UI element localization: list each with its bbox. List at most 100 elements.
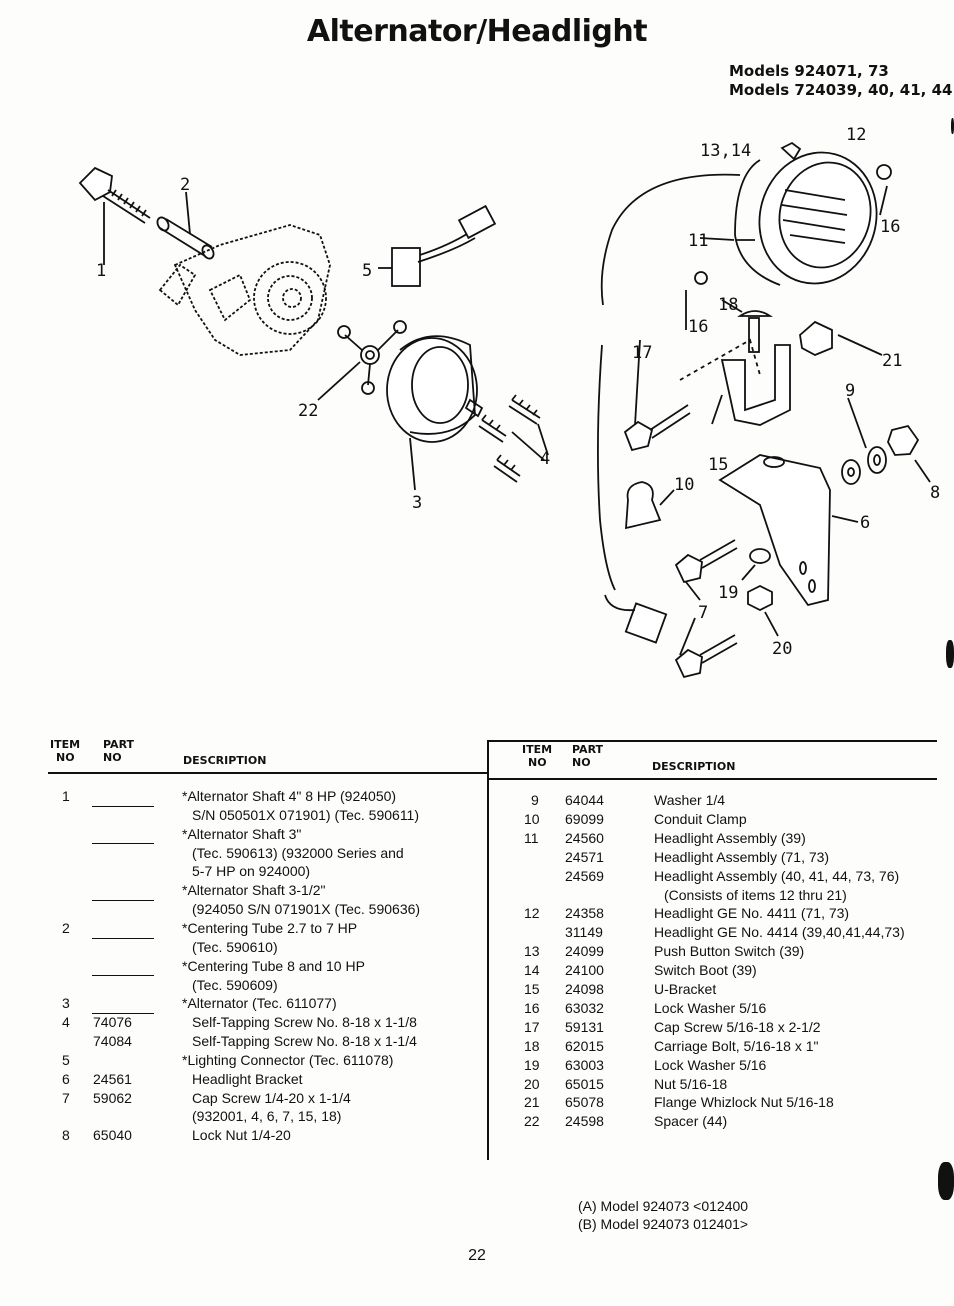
table-row: 5-7 HP on 924000) (0, 862, 487, 880)
item-no: 3 (62, 995, 70, 1012)
part-description: Nut 5/16-18 (654, 1075, 728, 1092)
alternator-stator-part (158, 224, 331, 356)
part-description: Headlight Assembly (39) (654, 829, 806, 846)
wire-harness-part (597, 173, 741, 644)
callout-6: 6 (860, 513, 870, 533)
item-no: 18 (524, 1037, 540, 1054)
callout-21: 21 (882, 351, 902, 371)
part-description: Lock Nut 1/4-20 (192, 1127, 291, 1144)
part-no: 24569 (565, 867, 604, 884)
part-no: 24100 (565, 962, 604, 979)
no-part-dash (92, 966, 154, 984)
part-description: (932001, 4, 6, 7, 15, 18) (192, 1108, 342, 1125)
part-description: S/N 050501X 071901) (Tec. 590611) (192, 806, 420, 823)
right-description-header: DESCRIPTION (652, 760, 736, 773)
item-no: 14 (524, 962, 540, 979)
part-description: Washer 1/4 (654, 792, 726, 808)
headlight-bracket-part (718, 454, 859, 607)
table-row: 22 24598 Spacer (44) (0, 1112, 950, 1130)
part-no: 24099 (565, 943, 604, 960)
item-no: 16 (524, 999, 540, 1016)
part-no: 24098 (565, 981, 604, 997)
item-no: 11 (524, 829, 539, 846)
item-no: 4 (62, 1014, 70, 1031)
part-no: 74076 (93, 1014, 132, 1031)
table-row: (Tec. 590613) (932000 Series and (0, 844, 487, 862)
part-description: (Consists of items 12 thru 21) (664, 886, 847, 903)
no-part-dash (92, 834, 154, 852)
table-row: 2*Centering Tube 2.7 to 7 HP (0, 919, 487, 939)
part-description: *Alternator Shaft 3" (182, 825, 302, 842)
callout-7: 7 (698, 603, 708, 623)
part-description: U-Bracket (654, 981, 717, 997)
callout-8: 8 (930, 483, 940, 503)
alternator-shaft-part (78, 166, 151, 265)
part-no: 24598 (565, 1113, 604, 1130)
u-bracket-part (679, 338, 791, 426)
callout-20: 20 (772, 639, 792, 659)
page-number: 22 (468, 1247, 486, 1264)
item-no: 5 (62, 1051, 70, 1068)
part-no: 63003 (565, 1056, 604, 1073)
callout-10: 10 (674, 475, 694, 495)
table-row: *Alternator Shaft 3" (0, 825, 487, 845)
centering-tube-part (156, 191, 215, 260)
left-description-header: DESCRIPTION (183, 754, 267, 767)
table-row: (924050 S/N 071901X (Tec. 590636) (0, 900, 487, 918)
cap-screw-7-part (674, 539, 779, 679)
callout-16a: 16 (880, 217, 900, 237)
part-description: Self-Tapping Screw No. 8-18 x 1-1/8 (192, 1014, 417, 1031)
self-tapping-screw-part (478, 394, 549, 483)
scan-mark-top (951, 118, 954, 134)
table-row: (932001, 4, 6, 7, 15, 18) (0, 1107, 487, 1125)
item-no: 22 (524, 1113, 540, 1130)
part-no: 24561 (93, 1070, 132, 1087)
model-line-2: Models 724039, 40, 41, 44 (729, 81, 953, 99)
part-no: 69099 (565, 810, 604, 827)
part-description: Headlight Assembly (71, 73) (654, 848, 830, 865)
part-description: Spacer (44) (654, 1113, 728, 1130)
model-line-1: Models 924071, 73 (729, 62, 889, 80)
callout-17: 17 (632, 343, 652, 363)
item-no: 10 (524, 810, 540, 827)
callout-22: 22 (298, 401, 318, 421)
part-no: 59062 (93, 1089, 132, 1106)
part-description: Headlight Bracket (192, 1070, 303, 1087)
scan-mark-bottom (938, 1162, 954, 1200)
item-no: 1 (62, 788, 70, 804)
callout-5: 5 (362, 261, 372, 281)
part-no: 65078 (565, 1094, 604, 1111)
callout-3: 3 (412, 493, 422, 513)
no-part-dash (92, 796, 154, 814)
part-no: 62015 (565, 1037, 604, 1054)
footnote-a: (A) Model 924073 <012400 (578, 1198, 749, 1214)
part-no: 24358 (565, 905, 604, 922)
part-no: 63032 (565, 999, 604, 1016)
part-description: (Tec. 590610) (192, 938, 278, 955)
conduit-clamp-part (625, 481, 675, 530)
no-part-dash (92, 1003, 154, 1021)
part-description: *Centering Tube 2.7 to 7 HP (182, 919, 358, 936)
part-description: Lock Washer 5/16 (654, 1056, 767, 1073)
part-description: (924050 S/N 071901X (Tec. 590636) (192, 901, 421, 918)
part-no: 74084 (93, 1033, 132, 1050)
header-rule-right (487, 778, 937, 780)
item-no: 8 (62, 1127, 70, 1144)
part-description: Conduit Clamp (654, 810, 747, 827)
cap-screw-17-part (623, 339, 691, 452)
